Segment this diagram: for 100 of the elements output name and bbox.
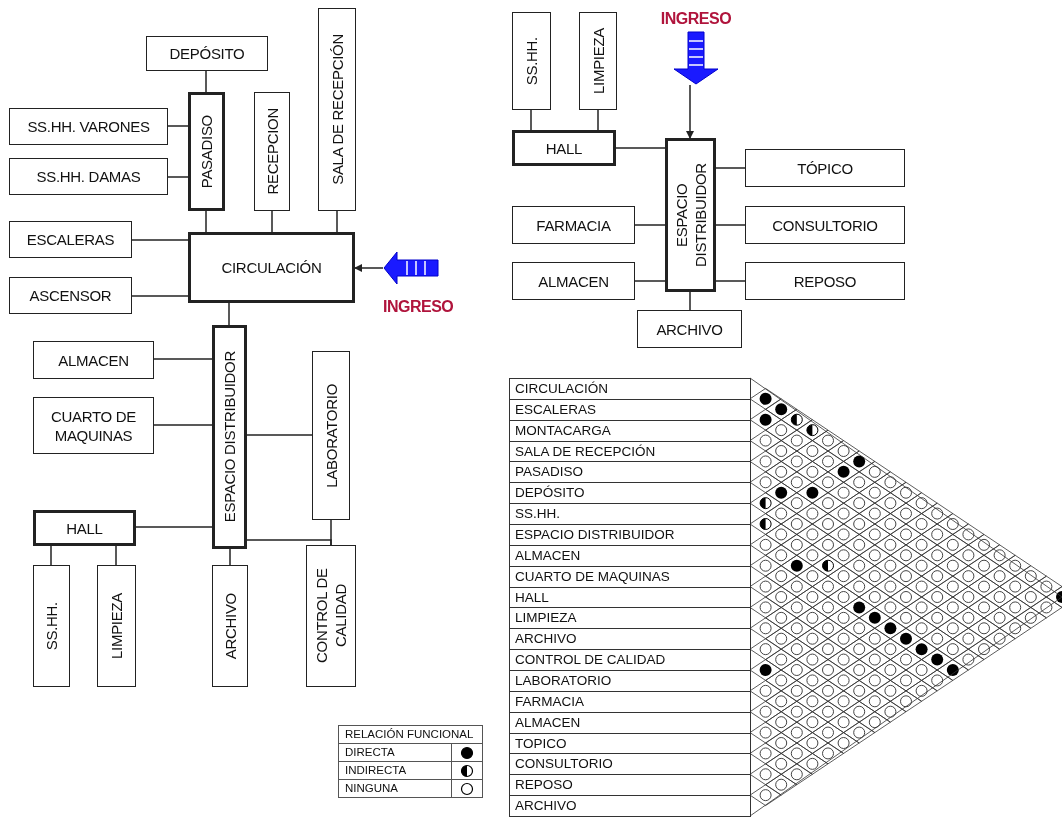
connector-line [246,434,313,436]
connector-line [715,224,746,226]
connector-line [153,424,213,426]
room-label: LIMPIEZA [107,593,126,659]
room-name-cell: ARCHIVO [509,795,751,817]
connector-line [167,125,189,127]
room-label: ASCENSOR [29,286,112,305]
connector-line [715,167,746,169]
room-box [188,232,355,303]
room-label: CONTROL DE CALIDAD [312,567,350,666]
connector-line [689,291,691,311]
room-label: ESCALERAS [26,230,115,249]
room-box [212,325,247,549]
room-box [512,130,616,166]
room-name-cell: SS.HH. [509,503,751,525]
connector-line [167,176,189,178]
connector-line [135,526,213,528]
room-box [745,262,905,300]
connector-line [115,545,117,566]
room-name-cell: ESPACIO DISTRIBUIDOR [509,524,751,546]
room-name-cell: ALMACEN [509,544,751,567]
room-box [512,12,551,110]
room-label: ESPACIO DISTRIBUIDOR [220,351,239,523]
room-label: HALL [66,518,103,538]
entrance-label: INGRESO [383,298,454,316]
room-label: PASADISO [197,114,216,189]
room-name-cell: FARMACIA [509,690,751,713]
room-name-cell: SALA DE RECEPCIÓN [509,440,751,463]
room-box [306,545,356,687]
arrow [354,264,384,272]
room-box [745,149,905,187]
connector-line [615,147,666,149]
room-label: FARMACIA [536,215,611,235]
room-label: CIRCULACIÓN [221,258,322,277]
connector-line [205,210,207,233]
room-label: ESPACIO DISTRIBUIDOR [671,162,710,269]
room-label: SALA DE RECEPCIÓN [327,34,347,185]
room-box [9,108,168,145]
room-label: REPOSO [793,271,857,291]
room-name-cell: PASADISO [509,461,751,484]
connector-line [205,70,207,93]
connector-line [131,295,189,297]
connector-line [131,239,189,241]
room-box [9,158,168,195]
room-name-cell: LABORATORIO [509,670,751,692]
connector-line [634,280,666,282]
room-label: LABORATORIO [321,383,341,488]
connector-line [597,109,599,131]
room-label: ARCHIVO [656,319,723,339]
room-label: TÓPICO [797,158,853,178]
room-label: CUARTO DE MAQUINAS [49,406,138,445]
connector-line [530,109,532,131]
room-box [9,221,132,258]
room-box [33,341,154,379]
room-label: LIMPIEZA [588,28,608,94]
connector-line [229,548,231,566]
room-box [33,510,136,546]
room-box [312,351,350,520]
room-box [33,397,154,454]
room-label: ARCHIVO [220,592,240,660]
room-label: SS.HH. VARONES [27,117,150,136]
connector-line [50,545,52,566]
room-box [188,92,225,211]
room-box [9,277,132,314]
room-box [318,8,356,211]
connector-line [228,302,230,326]
room-box [254,92,290,211]
room-name-cell: LIMPIEZA [509,607,751,630]
room-label: SS.HH. DAMAS [36,167,141,186]
room-box [33,565,70,687]
room-box [146,36,268,71]
room-box [665,138,716,292]
room-box [512,206,635,244]
connector-line [634,224,666,226]
connector-line [336,210,338,233]
room-label: HALL [545,138,583,158]
connector-line [153,358,213,360]
room-label: DEPÓSITO [169,44,245,63]
room-label: ALMACEN [538,271,609,291]
room-label: RECEPCION [262,108,282,195]
room-label: ALMACEN [58,350,129,370]
room-name-cell: HALL [509,586,751,609]
room-name-cell: CONSULTORIO [509,753,751,776]
room-name-cell: CUARTO DE MAQUINAS [509,565,751,588]
room-name-cell: ESCALERAS [509,398,751,421]
room-label: CONSULTORIO [772,215,878,235]
room-name-cell: MONTACARGA [509,419,751,442]
room-box [579,12,617,110]
room-box [512,262,635,300]
arrow [686,84,694,139]
connector-line [271,210,273,233]
room-name-cell: ARCHIVO [509,628,751,651]
room-name-cell: CONTROL DE CALIDAD [509,649,751,671]
room-box [97,565,136,687]
room-box [745,206,905,244]
room-label: SS.HH. [522,36,541,86]
room-name-cell: CIRCULACIÓN [509,378,751,400]
room-box [637,310,742,348]
room-box [212,565,248,687]
legend-label-cell: NINGUNA [338,779,452,798]
